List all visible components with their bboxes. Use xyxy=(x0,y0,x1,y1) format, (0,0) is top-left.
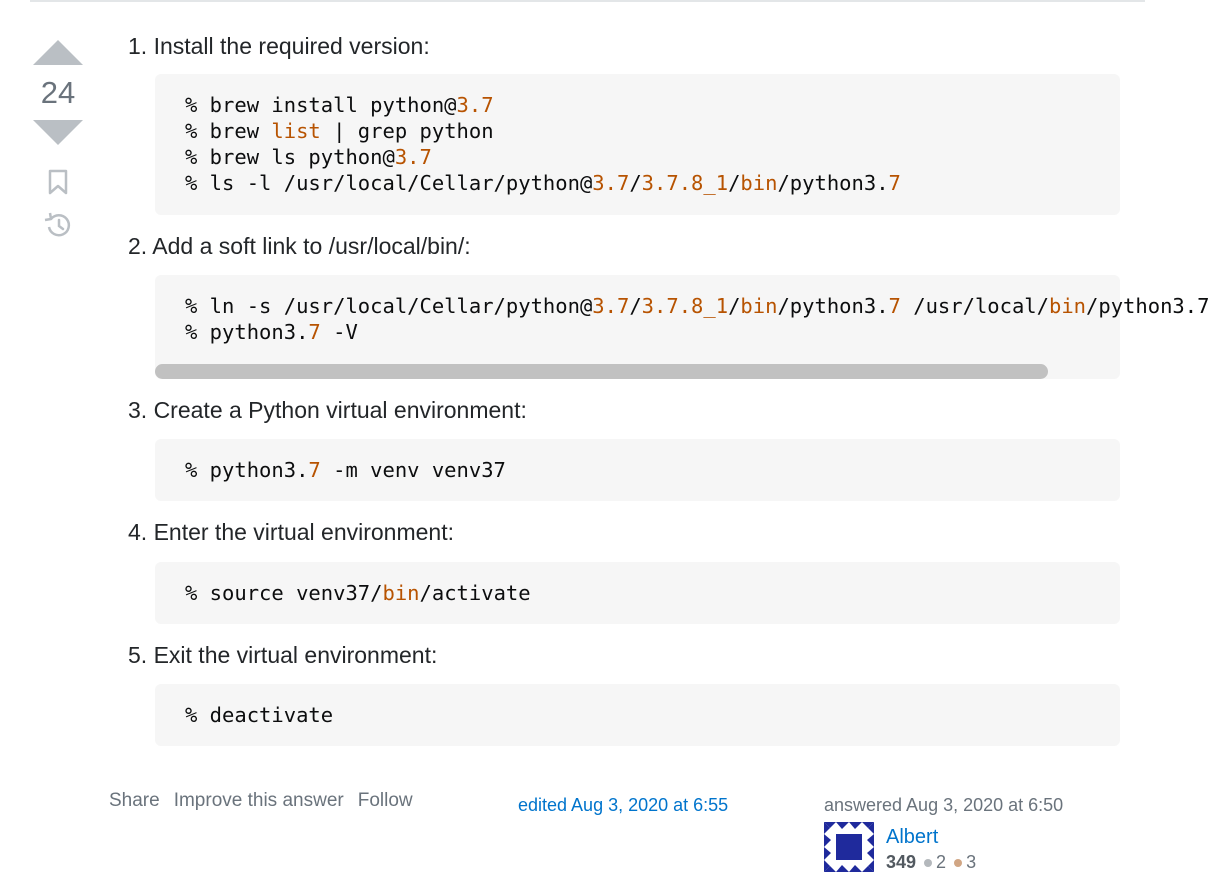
follow-link[interactable]: Follow xyxy=(357,790,413,811)
code-token: % brew install python@ xyxy=(185,93,457,117)
code-token-highlight: bin xyxy=(740,171,778,195)
post-menu: Share Improve this answer Follow xyxy=(109,790,427,812)
code-token: % brew ls python@ xyxy=(185,145,395,169)
code-line: % deactivate xyxy=(185,702,1120,728)
code-token-highlight: 7 xyxy=(308,320,321,344)
code-token: /activate xyxy=(419,581,531,605)
silver-badge-icon xyxy=(924,858,933,867)
code-token-highlight: 7 xyxy=(308,458,321,482)
step-3-title: 3. Create a Python virtual environment: xyxy=(128,397,527,423)
code-token: % ls -l /usr/local/Cellar/python@ xyxy=(185,171,593,195)
vote-up-icon[interactable] xyxy=(33,40,83,65)
step-2-title: 2. Add a soft link to /usr/local/bin/: xyxy=(128,233,471,259)
code-line: % python3.7 -V xyxy=(185,319,1120,345)
user-stats: 349 2 3 xyxy=(886,852,984,873)
horizontal-scrollbar[interactable] xyxy=(155,364,1048,379)
code-token-highlight: bin xyxy=(1049,294,1087,318)
user-avatar[interactable] xyxy=(824,822,874,872)
code-token: % ln -s /usr/local/Cellar/python@ xyxy=(185,294,593,318)
code-line: % ln -s /usr/local/Cellar/python@3.7/3.7… xyxy=(185,293,1209,319)
code-token: /python3. xyxy=(777,171,889,195)
code-token-highlight: 3.7 xyxy=(592,294,630,318)
code-line: % brew list | grep python xyxy=(185,118,1120,144)
top-divider xyxy=(30,0,1145,2)
code-block-3: % python3.7 -m venv venv37 xyxy=(155,439,1120,501)
code-line: % ls -l /usr/local/Cellar/python@3.7/3.7… xyxy=(185,170,1120,196)
code-line: % python3.7 -m venv venv37 xyxy=(185,457,1120,483)
history-icon[interactable] xyxy=(43,211,73,239)
improve-answer-link[interactable]: Improve this answer xyxy=(173,790,344,811)
code-token: /usr/local/ xyxy=(900,294,1049,318)
step-5-title: 5. Exit the virtual environment: xyxy=(128,642,438,668)
code-line: % brew ls python@3.7 xyxy=(185,144,1120,170)
code-token-highlight: 3.7 xyxy=(394,145,432,169)
vote-count: 24 xyxy=(40,75,76,110)
answered-timestamp: answered Aug 3, 2020 at 6:50 xyxy=(824,795,1064,815)
code-token: -V xyxy=(320,320,358,344)
code-block-4: % source venv37/bin/activate xyxy=(155,562,1120,624)
code-line: % brew install python@3.7 xyxy=(185,92,1120,118)
code-token: /python3.7 xyxy=(1086,294,1209,318)
share-link[interactable]: Share xyxy=(109,790,160,811)
step-1-title: 1. Install the required version: xyxy=(128,33,430,59)
code-token: -m venv venv37 xyxy=(320,458,506,482)
code-token: | grep python xyxy=(320,119,494,143)
edited-timestamp-link[interactable]: edited Aug 3, 2020 at 6:55 xyxy=(518,795,729,815)
code-token-highlight: 7 xyxy=(888,171,901,195)
code-block-2: % ln -s /usr/local/Cellar/python@3.7/3.7… xyxy=(155,275,1209,379)
user-reputation: 349 xyxy=(886,852,917,872)
code-token: /python3. xyxy=(777,294,889,318)
vote-column: 24 xyxy=(30,40,86,239)
code-token-highlight: list xyxy=(271,119,321,143)
code-token: / xyxy=(728,294,741,318)
code-token-highlight: bin xyxy=(740,294,778,318)
code-line: % source venv37/bin/activate xyxy=(185,580,1120,606)
code-token-highlight: 7 xyxy=(888,294,901,318)
code-token: % python3. xyxy=(185,458,309,482)
code-token: / xyxy=(728,171,741,195)
code-block-5: % deactivate xyxy=(155,684,1120,746)
code-token: / xyxy=(629,294,642,318)
code-token-highlight: bin xyxy=(382,581,420,605)
code-block-1: % brew install python@3.7% brew list | g… xyxy=(155,74,1120,215)
code-token: % deactivate xyxy=(185,703,334,727)
code-token: % brew xyxy=(185,119,272,143)
code-token: % source venv37/ xyxy=(185,581,383,605)
code-token-highlight: 3.7.8_1 xyxy=(641,171,729,195)
user-name-link[interactable]: Albert xyxy=(886,826,939,848)
bronze-badge-count: 3 xyxy=(966,852,977,872)
silver-badge-count: 2 xyxy=(936,852,947,872)
code-token-highlight: 3.7 xyxy=(592,171,630,195)
code-token: % python3. xyxy=(185,320,309,344)
vote-down-icon[interactable] xyxy=(33,120,83,145)
code-token-highlight: 3.7.8_1 xyxy=(641,294,729,318)
bronze-badge-icon xyxy=(954,858,963,867)
code-token: / xyxy=(629,171,642,195)
code-token-highlight: 3.7 xyxy=(456,93,494,117)
bookmark-icon[interactable] xyxy=(47,169,69,195)
step-4-title: 4. Enter the virtual environment: xyxy=(128,519,454,545)
